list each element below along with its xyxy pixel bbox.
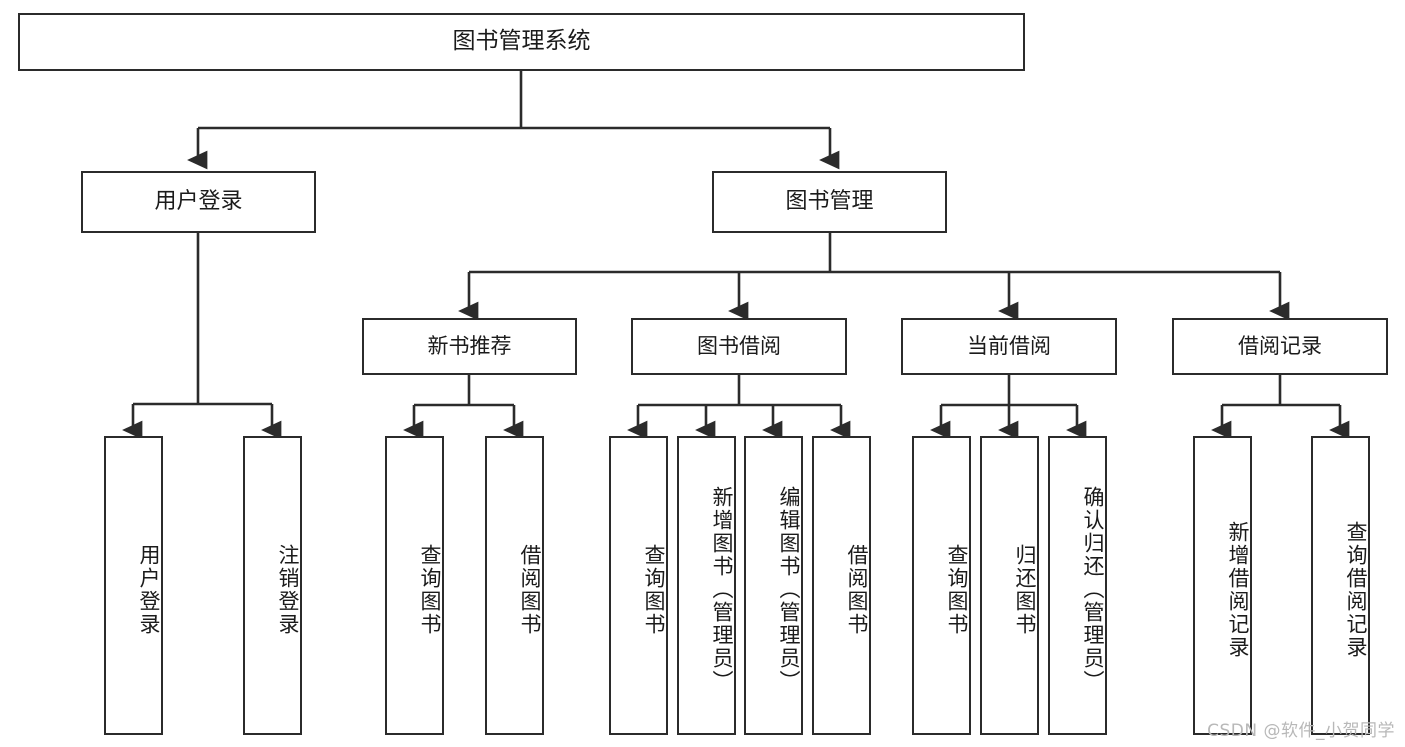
node-label: 新增图书（管理员） xyxy=(710,486,734,693)
node-label: 注销登录 xyxy=(276,543,300,636)
leaf-current-borrow-return-book[interactable]: 归还图书 xyxy=(980,436,1039,735)
leaf-book-borrow-edit-book[interactable]: 编辑图书（管理员） xyxy=(744,436,803,735)
leaf-user-login-logout[interactable]: 注销登录 xyxy=(243,436,302,735)
leaf-borrow-record-add-record[interactable]: 新增借阅记录 xyxy=(1193,436,1252,735)
node-label: 查询借阅记录 xyxy=(1344,520,1368,659)
node-root-book-management-system[interactable]: 图书管理系统 xyxy=(18,13,1025,71)
watermark: CSDN @软件_小贺同学 xyxy=(1207,721,1395,741)
node-label: 图书管理系统 xyxy=(452,28,591,55)
node-new-book-recommend[interactable]: 新书推荐 xyxy=(362,318,577,375)
node-label: 查询图书 xyxy=(642,543,666,636)
leaf-book-borrow-query-book[interactable]: 查询图书 xyxy=(609,436,668,735)
node-label: 借阅图书 xyxy=(845,543,869,636)
node-label: 用户登录 xyxy=(137,543,161,636)
node-label: 查询图书 xyxy=(418,543,442,636)
leaf-new-book-borrow-book[interactable]: 借阅图书 xyxy=(485,436,544,735)
node-label: 用户登录 xyxy=(154,189,243,215)
node-label: 当前借阅 xyxy=(967,334,1051,359)
node-label: 图书管理 xyxy=(785,189,874,215)
leaf-book-borrow-borrow-book[interactable]: 借阅图书 xyxy=(812,436,871,735)
node-book-management[interactable]: 图书管理 xyxy=(712,171,947,233)
node-current-borrow[interactable]: 当前借阅 xyxy=(901,318,1117,375)
leaf-book-borrow-add-book[interactable]: 新增图书（管理员） xyxy=(677,436,736,735)
leaf-user-login-login[interactable]: 用户登录 xyxy=(104,436,163,735)
node-borrow-record[interactable]: 借阅记录 xyxy=(1172,318,1388,375)
leaf-current-borrow-confirm-return[interactable]: 确认归还（管理员） xyxy=(1048,436,1107,735)
node-label: 图书借阅 xyxy=(697,334,781,359)
node-label: 查询图书 xyxy=(945,543,969,636)
node-label: 借阅图书 xyxy=(518,543,542,636)
node-label: 新书推荐 xyxy=(427,334,512,359)
node-label: 归还图书 xyxy=(1013,543,1037,636)
leaf-borrow-record-query-record[interactable]: 查询借阅记录 xyxy=(1311,436,1370,735)
node-label: 新增借阅记录 xyxy=(1226,520,1250,659)
node-label: 借阅记录 xyxy=(1238,334,1322,359)
leaf-current-borrow-query-book[interactable]: 查询图书 xyxy=(912,436,971,735)
node-label: 确认归还（管理员） xyxy=(1081,486,1105,693)
node-book-borrow[interactable]: 图书借阅 xyxy=(631,318,847,375)
node-label: 编辑图书（管理员） xyxy=(777,486,801,693)
leaf-new-book-query-book[interactable]: 查询图书 xyxy=(385,436,444,735)
node-user-login[interactable]: 用户登录 xyxy=(81,171,316,233)
